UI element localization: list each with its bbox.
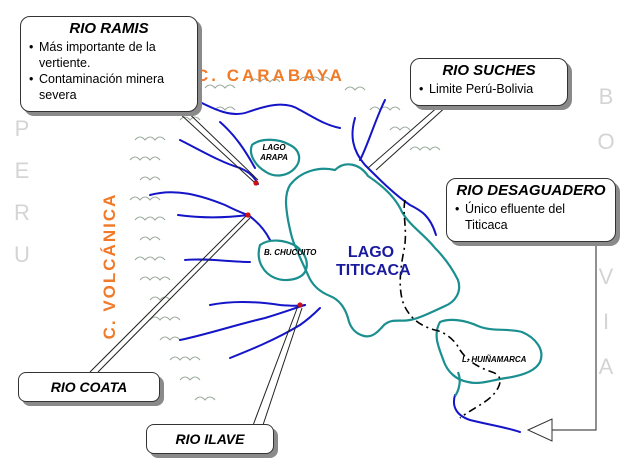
chucuito-shore	[257, 239, 308, 282]
lake-label-huinamarca: L. HUIÑAMARCA	[462, 355, 527, 364]
callout-item: Limite Perú-Bolivia	[419, 81, 559, 97]
callout-leaders	[89, 99, 597, 431]
callout-list: Más importante de la vertiente. Contamin…	[29, 39, 189, 103]
callout-title: RIO RAMIS	[69, 20, 149, 37]
river-ilave-2	[179, 304, 306, 341]
country-letter: I	[602, 309, 610, 334]
lake-label-titicaca: LAGO TITICACA	[336, 244, 411, 279]
country-label-bolivia: B O L I V I A	[586, 74, 626, 474]
leader-suches	[367, 104, 441, 169]
river-ilave-3	[229, 307, 321, 359]
country-label-peru: P E R U	[2, 108, 42, 318]
river-ramis	[191, 97, 341, 129]
border-peru-bolivia	[399, 199, 501, 419]
river-ramis-tributary	[179, 139, 259, 185]
leader-coata	[89, 215, 247, 373]
lake-shoreline	[249, 138, 543, 397]
river-ilave-north	[184, 258, 251, 263]
huinamarca-shore	[435, 318, 543, 385]
callout-item: Contaminación minera severa	[29, 71, 189, 103]
country-letter: R	[14, 200, 30, 225]
country-letter: B	[598, 84, 614, 109]
callout-title: RIO DESAGUADERO	[456, 182, 606, 199]
lake-label-chucuito: B. CHUCUITO	[264, 248, 317, 257]
country-letter: P	[14, 116, 30, 141]
range-label-carabaya: C. CARABAYA	[196, 66, 345, 85]
leader-coata-2	[97, 217, 251, 373]
country-letter: O	[597, 129, 615, 154]
river-suches	[359, 99, 386, 161]
callout-rio-suches: RIO SUCHES Limite Perú-Bolivia	[410, 58, 568, 106]
leader-ramis-2	[174, 99, 259, 181]
callout-rio-desaguadero: RIO DESAGUADERO Único efluente del Titic…	[446, 178, 616, 242]
river-ilave-1	[209, 300, 306, 307]
callout-title: RIO SUCHES	[442, 62, 536, 79]
lago-titicaca-shore	[284, 163, 461, 338]
callout-rio-ramis: RIO RAMIS Más importante de la vertiente…	[20, 16, 198, 112]
river-ramis-upper	[219, 121, 256, 169]
callout-rio-coata: RIO COATA	[18, 372, 160, 402]
ilave-marker	[297, 302, 303, 308]
callout-item: Más importante de la vertiente.	[29, 39, 189, 71]
callout-list: Único efluente del Titicaca	[455, 201, 607, 233]
range-label-volcanica: C. VOLCÁNICA	[100, 192, 119, 340]
river-coata	[177, 214, 271, 241]
river-markers	[245, 180, 303, 308]
leader-ilave	[251, 305, 299, 429]
huinamarca-inner	[454, 371, 461, 397]
callout-item: Único efluente del Titicaca	[455, 201, 607, 233]
river-coata-north	[149, 191, 249, 216]
leader-suches-2	[375, 104, 449, 171]
country-letter: U	[14, 242, 30, 267]
ramis-marker	[253, 180, 259, 186]
lake-label-arapa: LAGO ARAPA	[260, 143, 288, 162]
country-letter: A	[598, 354, 614, 379]
country-letter: V	[598, 264, 614, 289]
callout-list: Limite Perú-Bolivia	[419, 81, 559, 97]
arapa-shore	[249, 138, 301, 177]
river-azangaro	[351, 117, 437, 236]
country-letter: E	[14, 158, 30, 183]
leader-ilave-2	[261, 307, 303, 429]
desaguadero-arrow-icon	[526, 418, 553, 442]
callout-rio-ilave: RIO ILAVE	[146, 424, 274, 454]
leader-ramis	[164, 99, 255, 183]
river-desaguadero	[452, 394, 521, 433]
coata-marker	[245, 212, 251, 218]
mountain-range-texture	[129, 76, 441, 401]
river-network	[149, 97, 521, 433]
leader-desaguadero	[552, 242, 597, 431]
